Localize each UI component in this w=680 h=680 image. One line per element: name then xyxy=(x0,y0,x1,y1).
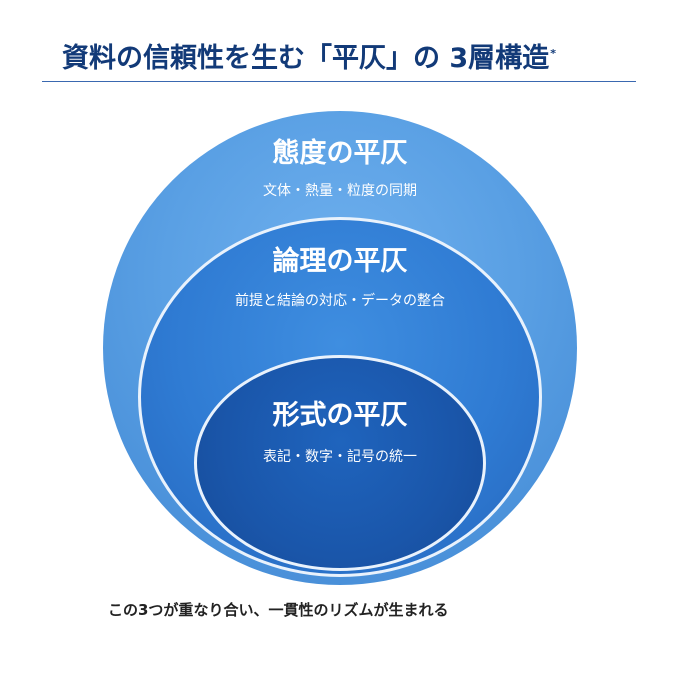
diagram-caption: この3つが重なり合い、一貫性のリズムが生まれる xyxy=(108,601,449,619)
middle-layer-title: 論理の平仄 xyxy=(272,246,408,277)
page-title: 資料の信頼性を生む「平仄」の 3層構造* xyxy=(62,34,556,74)
page-title-text: 資料の信頼性を生む「平仄」の 3層構造 xyxy=(62,43,550,74)
outer-layer-description: 文体・熱量・粒度の同期 xyxy=(263,183,417,199)
title-mark: * xyxy=(550,47,556,60)
middle-layer-description: 前提と結論の対応・データの整合 xyxy=(235,293,445,309)
outer-layer-title: 態度の平仄 xyxy=(272,138,408,169)
inner-layer-title: 形式の平仄 xyxy=(272,400,408,431)
inner-layer-description: 表記・数字・記号の統一 xyxy=(263,449,417,465)
inner-circle-form xyxy=(194,355,486,571)
title-divider xyxy=(42,81,636,82)
